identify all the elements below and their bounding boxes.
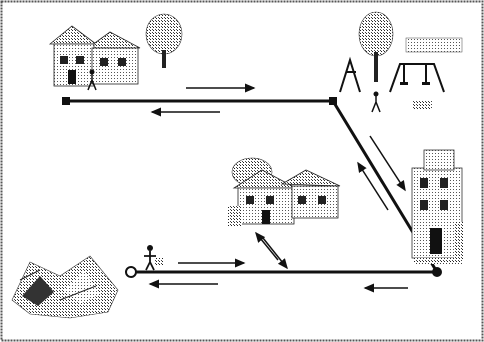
house-with-trees-icon	[48, 13, 183, 91]
node-playground	[329, 97, 337, 105]
arrow-to-school	[262, 237, 288, 270]
path-nodes	[62, 97, 442, 278]
child-figure-icon	[144, 245, 164, 271]
playground-icon	[339, 11, 463, 113]
arrow-from-school	[255, 231, 279, 261]
arrow-down-diagonal	[369, 135, 406, 192]
direction-arrows	[148, 83, 408, 293]
node-home	[62, 97, 70, 105]
school-building-icon	[228, 157, 341, 226]
node-store	[432, 267, 442, 277]
hills-landscape-icon	[11, 255, 119, 319]
arrow-up-diagonal	[357, 161, 389, 211]
store-building-icon	[411, 149, 464, 264]
node-start-point	[125, 266, 137, 278]
